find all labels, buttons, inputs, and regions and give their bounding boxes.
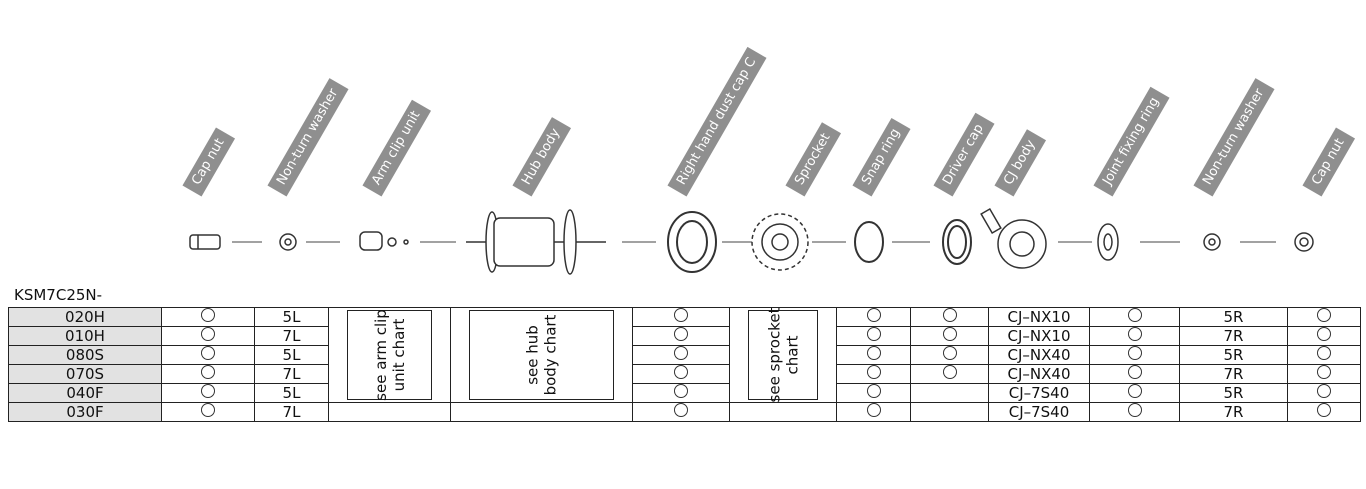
- cj-body-code: CJ–7S40: [988, 402, 1090, 422]
- washer-left: 7L: [254, 364, 329, 384]
- fit-mark: [1317, 346, 1331, 360]
- row-code: 070S: [8, 364, 162, 384]
- fit-mark: [674, 365, 688, 379]
- header-joint-fixing-ring: Joint fixing ring: [1093, 86, 1170, 197]
- washer-left: 5L: [254, 345, 329, 365]
- fit-mark: [1127, 365, 1142, 379]
- fit-mark: [866, 346, 881, 360]
- compatibility-table: 020H 5L see arm clip unit chart see hub …: [8, 307, 1361, 422]
- row-code: 020H: [8, 307, 162, 327]
- washer-right: 7R: [1179, 326, 1288, 346]
- fit-mark: [674, 327, 688, 341]
- fit-mark: [1127, 346, 1142, 360]
- cj-body-code: CJ–NX10: [988, 326, 1090, 346]
- arm-clip-chart-ref: see arm clip unit chart: [347, 309, 432, 401]
- fit-mark: [1317, 365, 1331, 379]
- fit-mark: [201, 346, 215, 360]
- row-code: 030F: [8, 402, 162, 422]
- joint-fixing-ring-icon: [1097, 223, 1119, 261]
- parts-illustration: [189, 207, 1314, 275]
- cj-body-code: CJ–NX40: [988, 364, 1090, 384]
- driver-cap-icon: [942, 219, 972, 265]
- table-row: 030F 7L CJ–7S40 7R: [8, 402, 1361, 422]
- fit-mark: [942, 327, 957, 341]
- fit-mark: [866, 403, 881, 417]
- arm-clip-unit-icon: [359, 231, 409, 251]
- header-non-turn-washer-right: Non-turn washer: [1193, 77, 1275, 197]
- model-prefix: KSM7C25N-: [14, 286, 103, 304]
- fit-mark: [1317, 327, 1331, 341]
- cj-body-code: CJ–7S40: [988, 383, 1090, 403]
- washer-right: 7R: [1179, 364, 1288, 384]
- header-cap-nut-left: Cap nut: [182, 127, 236, 197]
- fit-mark: [866, 308, 881, 322]
- sprocket-chart-ref: see sprocket chart: [748, 308, 818, 402]
- washer-left: 7L: [254, 402, 329, 422]
- fit-mark: [201, 327, 215, 341]
- header-right-hand-dust-cap: Right hand dust cap C: [667, 46, 767, 197]
- hub-body-icon: [466, 209, 606, 275]
- fit-mark: [201, 384, 215, 398]
- table-row: 070S 7L CJ–NX40 7R: [8, 364, 1361, 384]
- fit-mark: [942, 308, 957, 322]
- cap-nut-right-icon: [1294, 232, 1314, 252]
- fit-mark: [674, 308, 688, 322]
- header-cap-nut-right: Cap nut: [1302, 127, 1356, 197]
- cj-body-code: CJ–NX10: [988, 307, 1090, 327]
- cj-body-code: CJ–NX40: [988, 345, 1090, 365]
- fit-mark: [1127, 384, 1142, 398]
- fit-mark: [674, 384, 688, 398]
- header-non-turn-washer-left: Non-turn washer: [267, 77, 349, 197]
- fit-mark: [866, 365, 881, 379]
- table-row: 010H 7L CJ–NX10 7R: [8, 326, 1361, 346]
- fit-mark: [866, 384, 881, 398]
- fit-mark: [1317, 403, 1331, 417]
- header-driver-cap: Driver cap: [933, 113, 995, 197]
- fit-mark: [201, 308, 215, 322]
- header-arm-clip-unit: Arm clip unit: [362, 99, 431, 197]
- fit-mark: [1127, 327, 1142, 341]
- non-turn-washer-left-icon: [279, 233, 297, 251]
- table-row: 080S 5L CJ–NX40 5R: [8, 345, 1361, 365]
- sprocket-icon: [751, 213, 809, 271]
- washer-left: 5L: [254, 383, 329, 403]
- row-code: 080S: [8, 345, 162, 365]
- fit-mark: [942, 365, 957, 379]
- non-turn-washer-right-icon: [1203, 233, 1221, 251]
- header-cj-body: CJ body: [994, 129, 1047, 197]
- header-sprocket: Sprocket: [785, 122, 841, 197]
- fit-mark: [1317, 384, 1331, 398]
- fit-mark: [1127, 403, 1142, 417]
- fit-mark: [674, 346, 688, 360]
- cap-nut-left-icon: [189, 234, 221, 250]
- table-row: 040F 5L CJ–7S40 5R: [8, 383, 1361, 403]
- fit-mark: [674, 403, 688, 417]
- header-snap-ring: Snap ring: [852, 117, 911, 197]
- hub-body-chart-ref: see hub body chart: [469, 310, 614, 400]
- fit-mark: [201, 365, 215, 379]
- snap-ring-icon: [854, 221, 884, 263]
- washer-left: 7L: [254, 326, 329, 346]
- fit-mark: [1317, 308, 1331, 322]
- washer-right: 7R: [1179, 402, 1288, 422]
- fit-mark: [942, 346, 957, 360]
- washer-left: 5L: [254, 307, 329, 327]
- table-row: 020H 5L see arm clip unit chart see hub …: [8, 307, 1361, 403]
- washer-right: 5R: [1179, 383, 1288, 403]
- header-hub-body: Hub body: [512, 117, 571, 197]
- row-code: 010H: [8, 326, 162, 346]
- cj-body-icon: [980, 207, 1047, 269]
- fit-mark: [866, 327, 881, 341]
- washer-right: 5R: [1179, 345, 1288, 365]
- dust-cap-icon: [667, 211, 717, 273]
- row-code: 040F: [8, 383, 162, 403]
- washer-right: 5R: [1179, 307, 1288, 327]
- fit-mark: [1127, 308, 1142, 322]
- fit-mark: [201, 403, 215, 417]
